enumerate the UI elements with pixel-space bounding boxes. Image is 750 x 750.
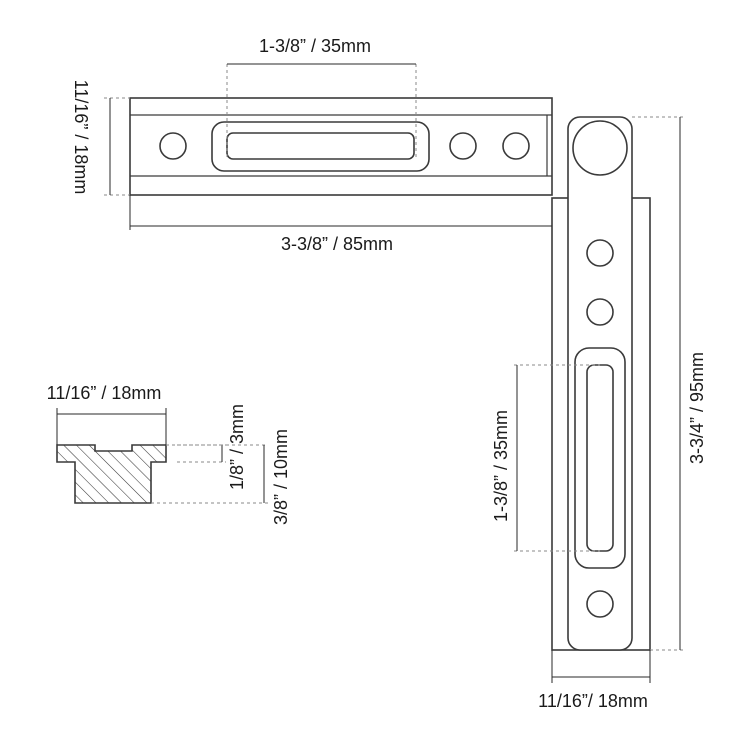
t-track-profile xyxy=(56,444,167,504)
profile-lip-label: 1/8” / 3mm xyxy=(227,404,247,490)
vertical-arm-pivot-knob xyxy=(572,120,628,176)
profile-height-label: 3/8” / 10mm xyxy=(271,429,291,525)
dim-profile-lip: 1/8” / 3mm xyxy=(177,404,247,490)
horizontal-arm-hole-1 xyxy=(159,132,187,160)
dim-top-bar-length: 3-3/8” / 85mm xyxy=(129,195,552,254)
side-slot-length-label: 1-3/8” / 35mm xyxy=(491,410,511,522)
horizontal-arm-hole-2 xyxy=(449,132,477,160)
dim-top-slot: 1-3/8” / 35mm xyxy=(226,36,417,160)
top-bar-length-label: 3-3/8” / 85mm xyxy=(281,234,393,254)
vertical-arm-hole-3 xyxy=(586,590,614,618)
dim-profile-height: 3/8” / 10mm xyxy=(151,429,291,525)
side-bar-width-label: 11/16”/ 18mm xyxy=(538,691,648,711)
dim-side-slot: 1-3/8” / 35mm xyxy=(491,364,600,552)
vertical-arm-hole-1 xyxy=(586,239,614,267)
profile-width-label: 11/16” / 18mm xyxy=(47,383,162,403)
t-track-profile-section xyxy=(56,444,167,504)
dim-profile-width: 11/16” / 18mm xyxy=(47,383,167,445)
vertical-arm-slot-inner xyxy=(586,364,614,552)
top-bar-height-label: 11/16” / 18mm xyxy=(71,80,91,195)
horizontal-arm-hole-3 xyxy=(502,132,530,160)
dim-side-bar-length: 3-3/4” / 95mm xyxy=(632,116,707,651)
dim-side-bar-width: 11/16”/ 18mm xyxy=(538,650,651,711)
dim-top-bar-height: 11/16” / 18mm xyxy=(71,80,130,196)
vertical-arm-hole-2 xyxy=(586,298,614,326)
side-bar-length-label: 3-3/4” / 95mm xyxy=(687,352,707,464)
horizontal-arm-slot-inner xyxy=(226,132,415,160)
vertical-arm xyxy=(551,116,651,651)
top-slot-length-label: 1-3/8” / 35mm xyxy=(259,36,371,56)
horizontal-arm xyxy=(129,97,553,196)
